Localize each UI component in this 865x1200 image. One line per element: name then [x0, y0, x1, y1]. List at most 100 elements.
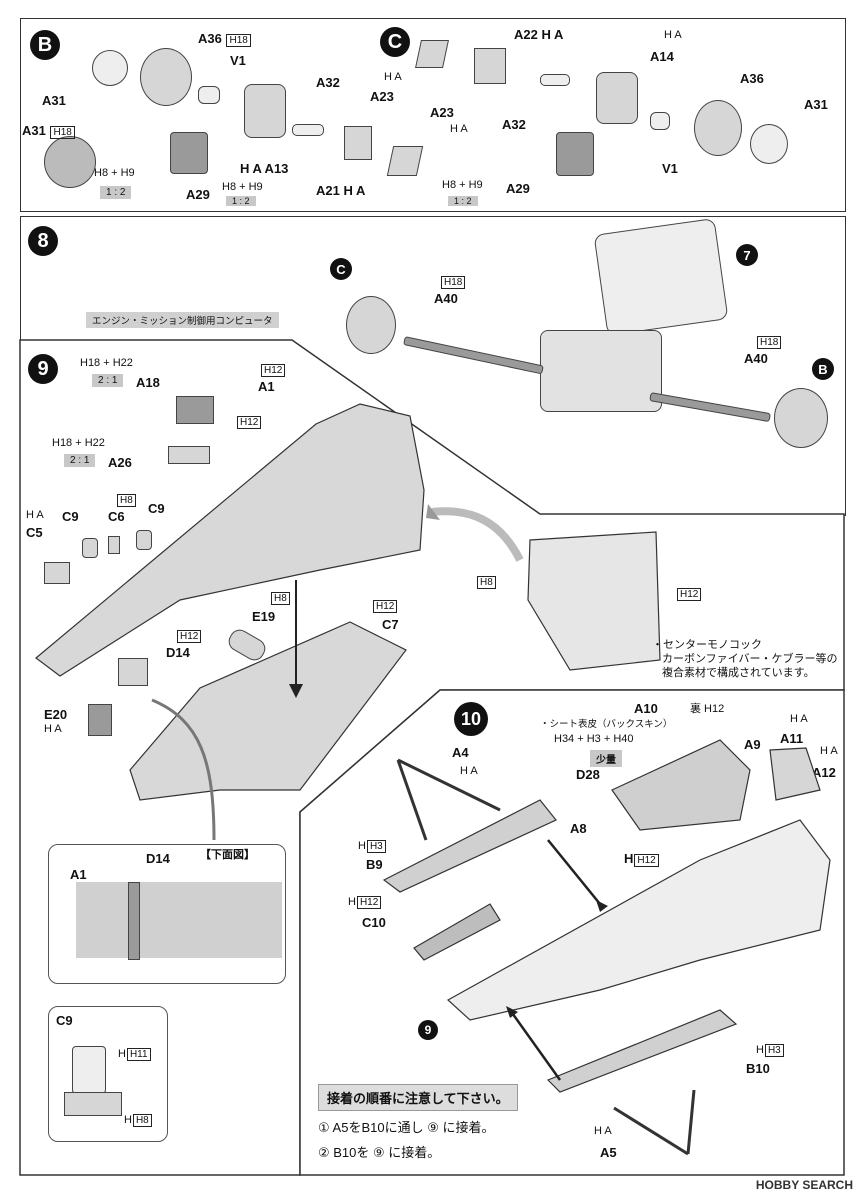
bottom-view-title: 【下面図】: [200, 849, 255, 861]
label-a4h: H A: [460, 765, 478, 777]
label-a1: A1: [258, 379, 275, 394]
label-a29: A29: [186, 187, 210, 202]
label-8-a40h2: H18: [756, 334, 782, 349]
label-a5: A5: [600, 1145, 617, 1160]
label-9-h12b: H12: [676, 586, 702, 601]
part-a32-shaft: [292, 124, 324, 136]
label-c-a23h: H A: [384, 71, 402, 83]
step-10-badge: 10: [454, 702, 488, 736]
label-a21: A21 H A: [316, 183, 366, 198]
part-c-a23: [415, 40, 449, 68]
label-d14: D14: [166, 645, 190, 660]
step-10-ref-9: 9: [418, 1020, 438, 1040]
ecu-callout: エンジン・ミッション制御用コンピュータ: [86, 312, 279, 328]
part-c9a-cylinder: [82, 538, 98, 558]
part-c-a31: [750, 124, 788, 164]
label-small: 少量: [590, 750, 622, 767]
mono-title: ・センターモノコック: [652, 639, 762, 651]
label-v1: V1: [230, 53, 246, 68]
label-mix-b2: H8 + H9: [222, 181, 263, 193]
label-b10: B10: [746, 1061, 770, 1076]
label-a36: A36 H18: [198, 32, 252, 47]
ratio-b2: 1 : 2: [226, 196, 256, 206]
ratio-b1: 1 : 2: [100, 186, 132, 199]
watermark: HOBBY SEARCH: [755, 1178, 853, 1192]
mono-line2: 複合素材で構成されています。: [662, 667, 815, 679]
step-b-badge: B: [30, 30, 60, 60]
part-right-hub: [774, 388, 828, 448]
part-e19: [225, 625, 269, 665]
part-a18-ecu: [176, 396, 214, 424]
bottom-view-panel: [76, 882, 282, 958]
warning-line-2: ② B10を ⑨ に接着。: [318, 1145, 441, 1160]
label-a18: A18: [136, 375, 160, 390]
bottom-view-a1: A1: [70, 867, 87, 882]
ratio-a18: 2 : 1: [92, 374, 124, 387]
label-c-a22: A22 H A: [514, 27, 564, 42]
label-a11h: H A: [790, 713, 808, 725]
label-e19h: H8: [270, 590, 291, 605]
part-a31-hub: [92, 50, 128, 86]
label-c-a29: A29: [506, 181, 530, 196]
label-e20: E20: [44, 707, 68, 722]
label-d28: D28: [576, 767, 600, 782]
step-8-badge: 8: [28, 226, 58, 256]
label-c5: C5: [26, 525, 43, 540]
label-c10: C10: [362, 915, 386, 930]
label-a1h: H12: [260, 362, 286, 377]
warning-head: 接着の順番に注意して下さい。: [318, 1084, 518, 1111]
label-9-h12: H12: [236, 414, 262, 429]
label-a31: A31: [42, 93, 66, 108]
label-c5h: H A: [26, 509, 44, 521]
c9-inset: [48, 1006, 168, 1142]
step-9-badge: 9: [28, 354, 58, 384]
label-a10: A10: [634, 701, 658, 716]
part-c9b-cylinder: [136, 530, 152, 550]
part-engine-block: [593, 218, 729, 336]
label-c-v1: V1: [662, 161, 678, 176]
mono-line1: カーボンファイバー・ケブラー等の: [662, 653, 838, 665]
label-e19: E19: [252, 609, 276, 624]
c9-base: [64, 1092, 122, 1116]
part-a23-plate: [386, 146, 424, 176]
label-a18-mix: H18 + H22: [80, 357, 133, 369]
bottom-view-d14-bar: [128, 882, 140, 960]
label-a23: A23: [430, 105, 454, 120]
panel-step-8: [20, 216, 846, 516]
c9-inset-title: C9: [56, 1013, 73, 1028]
label-9-h8: H8: [476, 574, 497, 589]
part-d14: [118, 658, 148, 686]
label-c7: C7: [382, 617, 399, 632]
label-a10h: 裏 H12: [690, 703, 725, 715]
label-a26-mix: H18 + H22: [52, 437, 105, 449]
ratio-a26: 2 : 1: [64, 454, 96, 467]
part-c-a14: [596, 72, 638, 124]
c9-reservoir: [72, 1046, 106, 1094]
part-a36-disc: [140, 48, 192, 106]
part-gearbox: [540, 330, 662, 412]
step-8-c-badge: C: [330, 258, 352, 280]
part-a29-caliper: [170, 132, 208, 174]
label-c-a32: A32: [502, 117, 526, 132]
label-b9: B9: [366, 857, 383, 872]
part-a13-upright: [244, 84, 286, 138]
label-a26: A26: [108, 455, 132, 470]
bottom-view-d14: D14: [146, 851, 170, 866]
label-8-a40h: H18: [440, 274, 466, 289]
label-a5h: H A: [594, 1125, 612, 1137]
label-c-mix: H8 + H9: [442, 179, 483, 191]
part-c-a32: [540, 74, 570, 86]
step-c-badge: C: [380, 27, 410, 57]
label-c6: C6: [108, 509, 125, 524]
label-a8: A8: [570, 821, 587, 836]
label-a11: A11: [780, 731, 804, 746]
part-c6-pin: [108, 536, 120, 554]
label-a12: A12: [812, 765, 836, 780]
part-a31-wheel-face: [44, 136, 96, 188]
label-c9b: C9: [148, 501, 165, 516]
